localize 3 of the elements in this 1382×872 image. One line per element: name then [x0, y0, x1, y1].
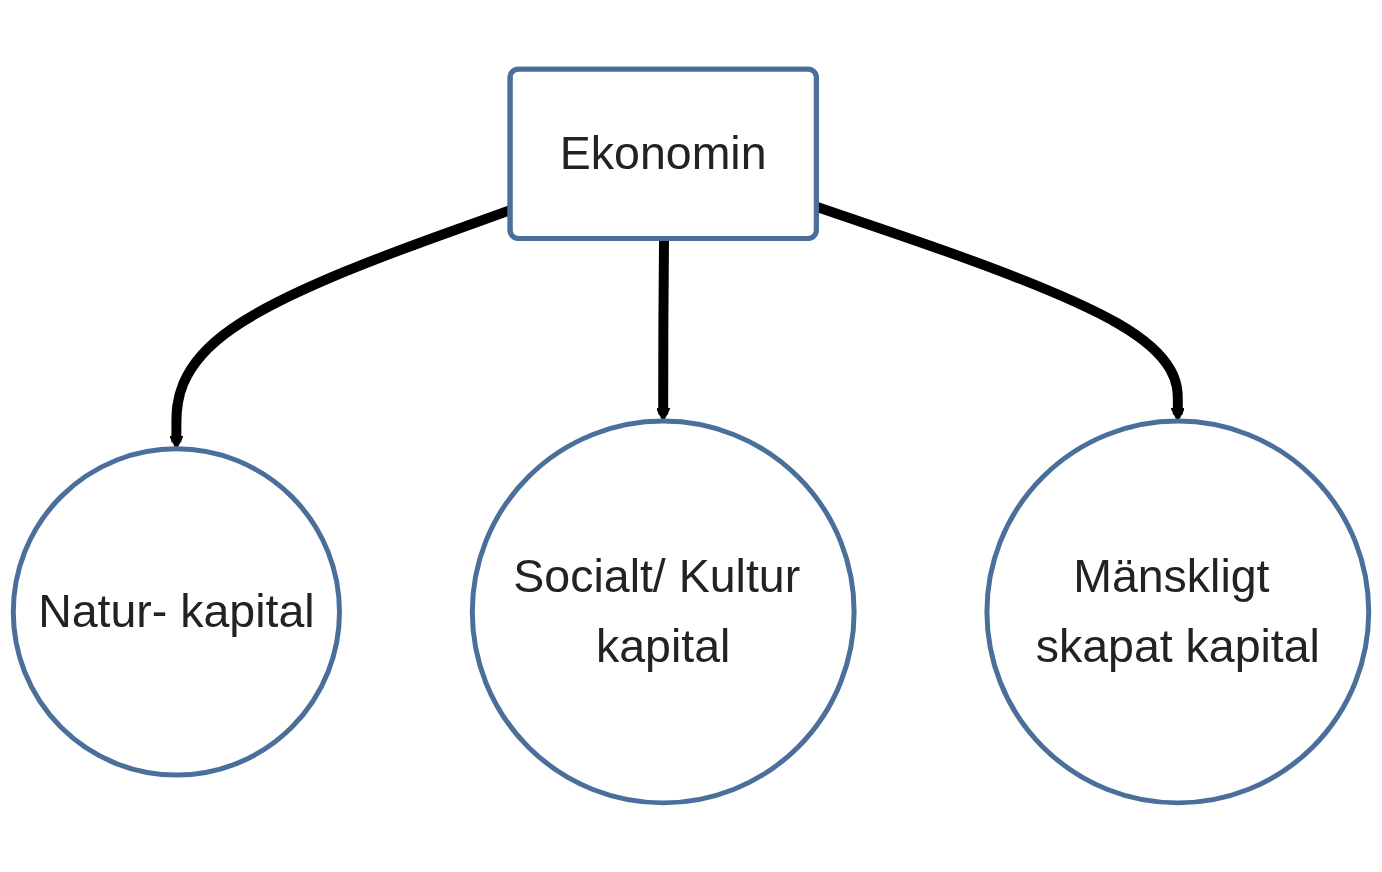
- node-circle: Natur- kapital: [10, 446, 342, 778]
- node-circle: Socialt/ Kultur kapital: [469, 418, 857, 806]
- node-circle: Mänskligt skapat kapital: [984, 418, 1372, 806]
